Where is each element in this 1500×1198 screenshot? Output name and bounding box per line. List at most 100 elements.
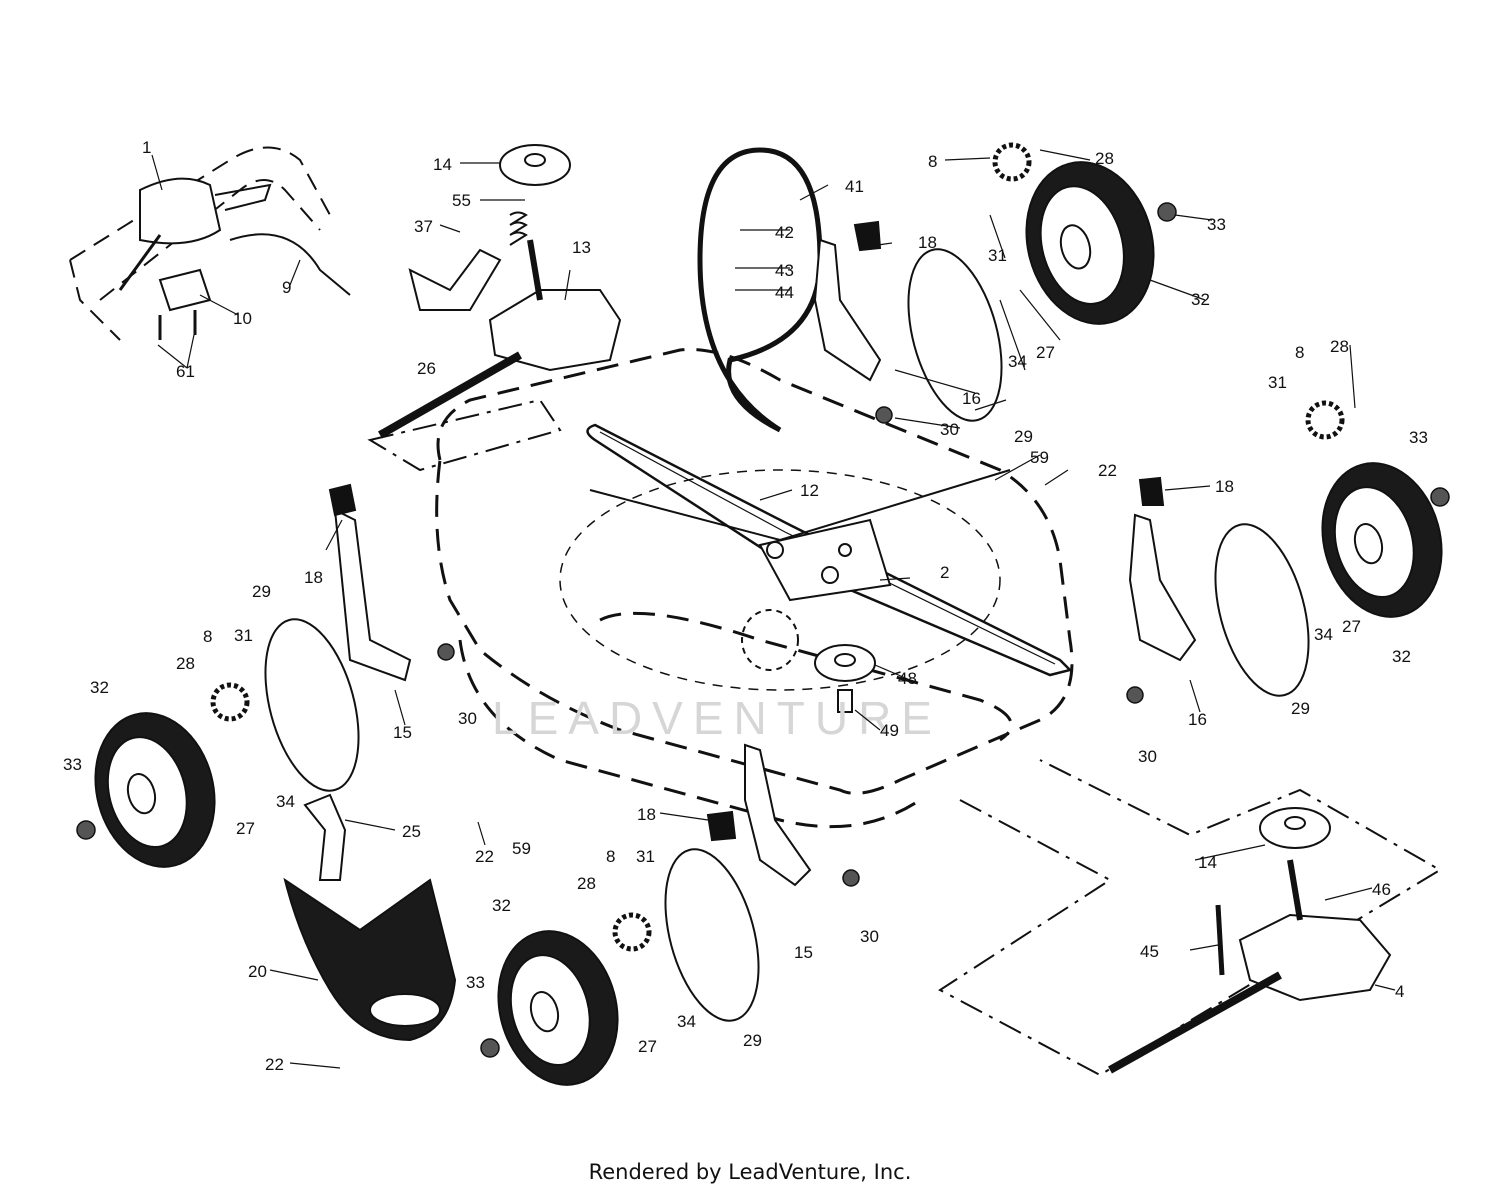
callout-48: 48 (898, 669, 917, 688)
height-lever-left (333, 508, 412, 682)
callout-27-left: 27 (236, 819, 255, 838)
callout-15-left: 15 (393, 723, 412, 742)
callout-22-top: 22 (1098, 461, 1117, 480)
callout-15-front: 15 (794, 943, 813, 962)
gear-8-left (210, 682, 250, 722)
engine-shaft (741, 609, 799, 671)
callout-27-right: 27 (1342, 617, 1361, 636)
deck-outline (435, 347, 1074, 795)
callout-44: 44 (775, 283, 794, 302)
handle-outline (69, 146, 331, 261)
callout-18-front: 18 (637, 805, 656, 824)
drive-belt (586, 423, 1073, 677)
height-lever-right-top (813, 238, 882, 382)
callout-42: 42 (775, 223, 794, 242)
callout-18-right: 18 (1215, 477, 1234, 496)
transmission-13 (488, 289, 622, 372)
callout-28-left: 28 (176, 654, 195, 673)
bracket-10 (158, 268, 212, 312)
callout-4: 4 (1395, 982, 1404, 1001)
deck-inner-outline (599, 611, 1013, 742)
callout-9: 9 (282, 278, 291, 297)
callout-32-front: 32 (492, 896, 511, 915)
callout-14-top: 14 (433, 155, 452, 174)
callout-31-right: 31 (1268, 373, 1287, 392)
height-lever-front (744, 743, 812, 887)
callout-8-front: 8 (606, 847, 615, 866)
callout-28-right: 28 (1330, 337, 1349, 356)
callout-30-front: 30 (860, 927, 879, 946)
callout-13: 13 (572, 238, 591, 257)
hubcap-29-right (1214, 523, 1310, 697)
callout-33-front: 33 (466, 973, 485, 992)
callout-59-top: 59 (1030, 448, 1049, 467)
callout-33-right: 33 (1409, 428, 1428, 447)
deflector-25 (303, 793, 347, 881)
callout-18-left: 18 (304, 568, 323, 587)
control-handle (139, 177, 222, 245)
drive-belt-inner (599, 431, 1056, 665)
callout-34-right: 34 (1314, 625, 1333, 644)
blade-circle (559, 469, 1001, 691)
drive-gears (210, 142, 1345, 952)
callout-37: 37 (414, 217, 433, 236)
callout-14-bottom: 14 (1198, 853, 1217, 872)
callout-26: 26 (417, 359, 436, 378)
callout-28-top: 28 (1095, 149, 1114, 168)
callout-22-bottom: 22 (265, 1055, 284, 1074)
callout-30-right: 30 (1138, 747, 1157, 766)
cable-9 (229, 233, 351, 296)
callout-33-left: 33 (63, 755, 82, 774)
callout-16-top: 16 (962, 389, 981, 408)
callout-32-right: 32 (1392, 647, 1411, 666)
spring-55 (509, 211, 528, 246)
callout-29-front: 29 (743, 1031, 762, 1050)
callout-8-top: 8 (928, 152, 937, 171)
belt-loop-callout (697, 147, 823, 433)
callout-32-left: 32 (90, 678, 109, 697)
leader-lines (151, 149, 1396, 1069)
callout-34-top: 34 (1008, 352, 1027, 371)
callout-34-front: 34 (677, 1012, 696, 1031)
callout-8-right: 8 (1295, 343, 1304, 362)
callout-16-right: 16 (1188, 710, 1207, 729)
callout-2: 2 (940, 563, 949, 582)
transmission-guide-top (367, 398, 562, 472)
callout-27-front: 27 (638, 1037, 657, 1056)
hubcap-29-front (664, 848, 760, 1022)
callout-31-front: 31 (636, 847, 655, 866)
callout-10: 10 (233, 309, 252, 328)
footer-credit: Rendered by LeadVenture, Inc. (588, 1160, 912, 1184)
hubcap-29-top (907, 248, 1003, 422)
callout-43: 43 (775, 261, 794, 280)
wheels (94, 161, 1443, 1086)
pulley-48 (814, 644, 876, 682)
callout-18-top: 18 (918, 233, 937, 252)
callout-12: 12 (800, 481, 819, 500)
height-lever-right-bottom (1128, 513, 1197, 662)
callout-61: 61 (176, 362, 195, 381)
callout-32-top: 32 (1191, 290, 1210, 309)
callout-34-left: 34 (276, 792, 295, 811)
gear-8-right (1305, 400, 1345, 440)
callout-20: 20 (248, 962, 267, 981)
callout-29-right: 29 (1291, 699, 1310, 718)
callout-29-left: 29 (252, 582, 271, 601)
hubcap-29-left (264, 618, 360, 792)
gear-8-front (612, 912, 652, 952)
callout-49: 49 (880, 721, 899, 740)
callout-31-left: 31 (234, 626, 253, 645)
callout-45: 45 (1140, 942, 1159, 961)
callout-labels: 1 2 4 8 8 8 8 9 10 12 13 14 14 15 15 16 … (63, 138, 1428, 1074)
handle-lower-left (69, 259, 121, 341)
callout-46: 46 (1372, 880, 1391, 899)
callout-41: 41 (845, 177, 864, 196)
callout-59-middle: 59 (512, 839, 531, 858)
callout-30-top: 30 (940, 420, 959, 439)
callout-1: 1 (142, 138, 151, 157)
deck-skirt (458, 639, 921, 829)
bracket-26 (408, 248, 502, 311)
gear-8-top (992, 142, 1032, 182)
callout-29-top: 29 (1014, 427, 1033, 446)
callout-31-top: 31 (988, 246, 1007, 265)
